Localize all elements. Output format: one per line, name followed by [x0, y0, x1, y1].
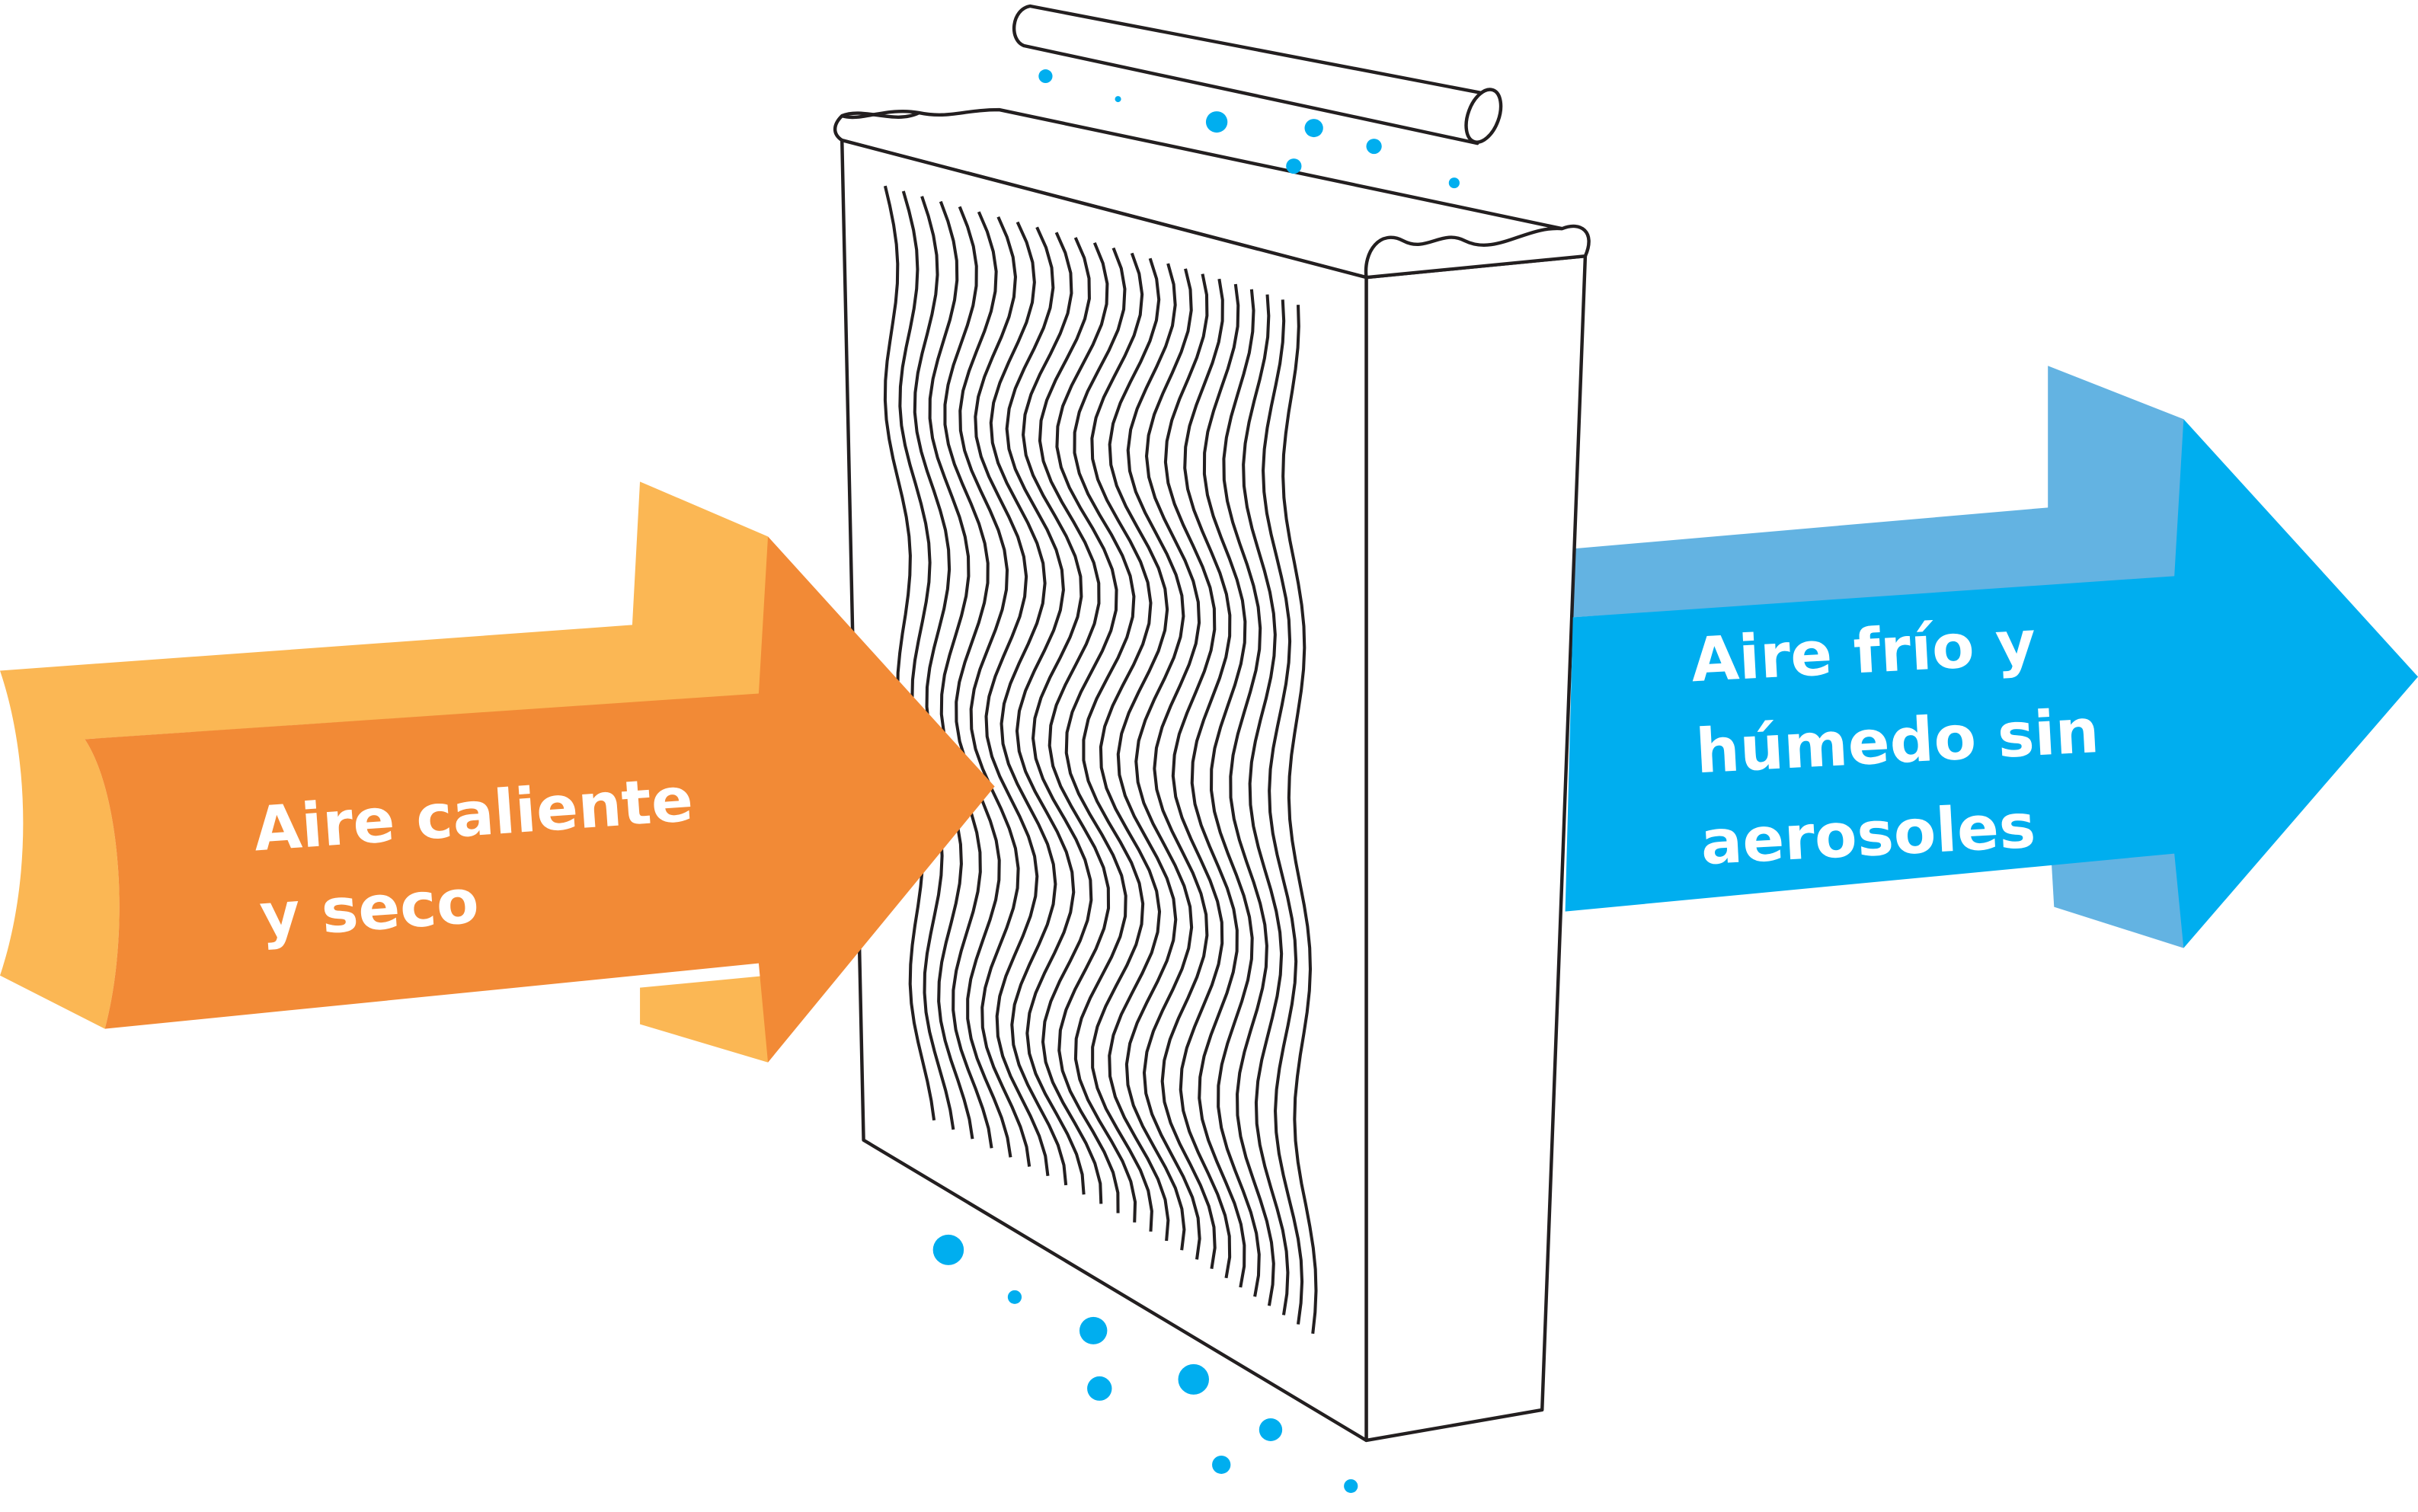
fiber-line	[1183, 278, 1246, 1288]
cold-air-arrow	[1565, 419, 2418, 948]
water-droplet	[1259, 1418, 1283, 1441]
cooling-pad-side	[1364, 254, 1588, 1443]
fiber-line	[1281, 305, 1318, 1335]
fiber-line	[1055, 242, 1137, 1223]
fiber-line	[898, 190, 955, 1130]
fiber-line	[974, 216, 1050, 1177]
fiber-line	[958, 211, 1031, 1167]
fiber-line	[1022, 232, 1103, 1204]
fiber-line	[1163, 273, 1232, 1279]
water-droplet	[1087, 1376, 1112, 1401]
cold-air-label-line-3: aerosoles	[1699, 790, 2037, 878]
fiber-line	[1108, 257, 1186, 1251]
fiber-line	[1242, 294, 1290, 1315]
fiber-line	[928, 200, 993, 1149]
hot-air-arrow-side	[0, 481, 769, 1063]
fiber-line	[913, 196, 974, 1140]
water-droplets-top	[1038, 69, 1460, 189]
water-droplet	[1007, 1290, 1022, 1304]
fiber-line	[1005, 226, 1086, 1195]
fiber-line	[1073, 247, 1153, 1232]
fiber-line	[1144, 268, 1217, 1269]
fiber-line	[1090, 252, 1170, 1242]
water-droplet	[1212, 1455, 1231, 1474]
fiber-line	[1222, 289, 1275, 1306]
water-droplet	[1079, 1316, 1108, 1344]
water-droplet	[1038, 69, 1053, 84]
fiber-line	[1038, 237, 1120, 1213]
hot-air-label-line-2: y seco	[257, 865, 481, 951]
water-droplet	[1115, 96, 1121, 103]
fiber-line	[1202, 283, 1261, 1297]
water-droplet	[1448, 177, 1460, 189]
water-droplet	[1205, 111, 1228, 133]
cold-air-label-line-1: Aire frío y	[1689, 607, 2037, 696]
water-droplets-bottom	[932, 1234, 1358, 1493]
fiber-line	[1126, 263, 1201, 1260]
fiber-line	[883, 185, 936, 1121]
water-droplet	[1178, 1363, 1209, 1395]
water-droplet	[932, 1234, 964, 1265]
water-droplet	[1304, 119, 1323, 138]
fiber-line	[989, 221, 1068, 1186]
cooling-pad-top	[833, 107, 1591, 280]
water-pipe	[1012, 4, 1503, 145]
fiber-line	[1262, 299, 1304, 1325]
cooling-pad-fibers	[883, 185, 1318, 1335]
fiber-line	[943, 206, 1012, 1158]
water-droplet	[1366, 139, 1382, 155]
water-droplet	[1286, 158, 1302, 174]
water-droplet	[1344, 1478, 1358, 1493]
cooling-pad	[833, 107, 1591, 1443]
hot-air-arrow	[85, 536, 995, 1063]
